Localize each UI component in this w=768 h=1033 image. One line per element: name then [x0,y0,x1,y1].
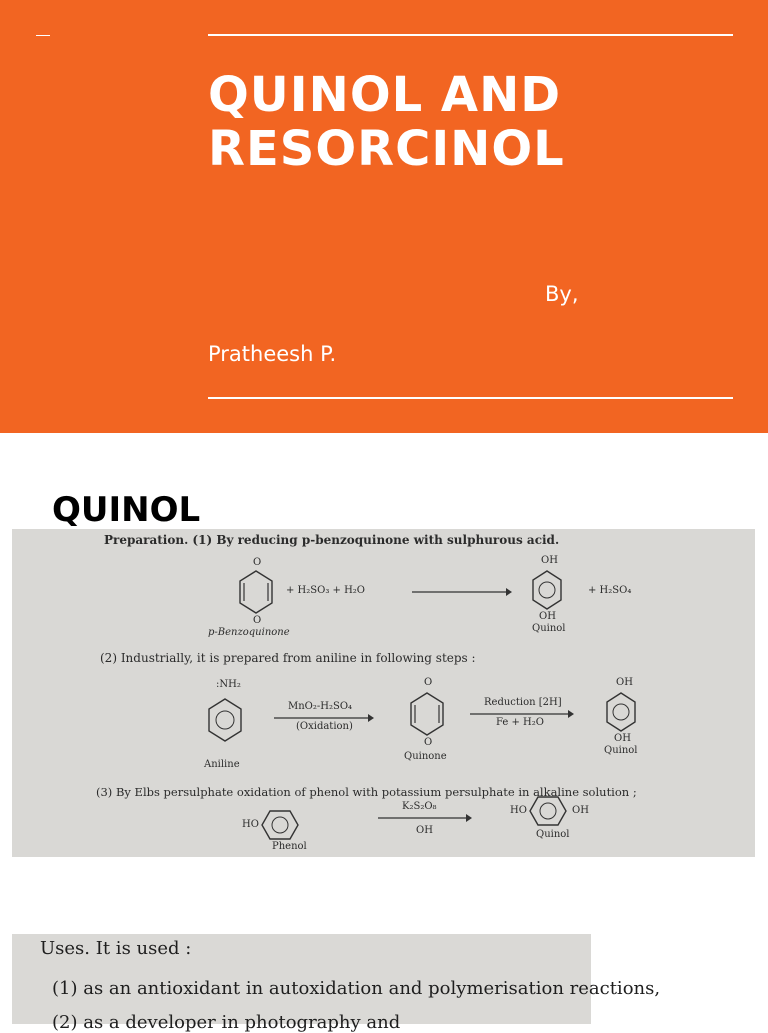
reaction-arrow-icon [412,588,512,596]
ho-quinol: HO [510,805,527,816]
use-2: (2) as a developer in photography and [52,1012,401,1033]
oh-quinol: OH [572,805,589,816]
quinol2-ring-icon [606,692,636,732]
slide-title: QUINOL AND RESORCINOL [208,68,728,176]
label-quinol: Quinol [532,623,566,634]
eq1-reagents: + H₂SO₃ + H₂O [286,585,366,596]
reduction-arrow-icon [470,710,574,718]
oh-bottom-label: OH [539,611,556,622]
o-top-label: O [253,557,262,568]
benzoquinone-ring-icon [239,570,273,614]
label-quinone: Quinone [404,751,447,762]
label-phenol: Phenol [272,841,307,852]
top-rule [208,34,733,36]
nh2-label: :NH₂ [216,679,241,690]
preparation-photo: Preparation. (1) By reducing p-benzoquin… [12,529,755,857]
reagent-mno2: MnO₂-H₂SO₄ [288,701,353,712]
phenol-ring-icon [261,810,299,840]
persulphate-arrow-icon [378,814,472,822]
preparation-text: Preparation. (1) By reducing p-benzoquin… [104,533,560,547]
aniline-ring-icon [208,698,242,742]
title-line-2: RESORCINOL [208,121,565,177]
reduction-label: Reduction [2H] [484,697,562,708]
label-quinol-3: Quinol [536,829,570,840]
slide-marker [36,35,50,36]
label-quinol-2: Quinol [604,745,638,756]
uses-heading: Uses. It is used : [40,938,192,959]
quinol2-oh-bottom: OH [614,733,631,744]
fe-h2o-label: Fe + H₂O [496,717,544,728]
o-bottom-label: O [253,615,262,626]
quinol3-ring-icon [529,796,567,826]
step3-text: (3) By Elbs persulphate oxidation of phe… [96,785,637,799]
quinone-o-bottom: O [424,737,433,748]
title-line-1: QUINOL AND [208,67,562,123]
oxidation-arrow-icon [274,714,374,722]
label-aniline: Aniline [204,759,240,770]
oh-top-label: OH [541,555,558,566]
oxidation-label: (Oxidation) [296,721,353,732]
ho-phenol: HO [242,819,259,830]
oh-minus-label: OH [416,825,433,836]
quinol2-oh-top: OH [616,677,633,688]
label-benzoquinone: p-Benzoquinone [208,627,290,638]
use-1: (1) as an antioxidant in autoxidation an… [52,978,661,999]
quinone-o-top: O [424,677,433,688]
quinone-ring-icon [410,692,444,736]
uses-photo: Uses. It is used : (1) as an antioxidant… [12,934,660,1033]
section-heading: QUINOL [52,490,201,530]
k2s2o8-label: K₂S₂O₈ [402,801,437,812]
step2-text: (2) Industrially, it is prepared from an… [100,651,476,665]
by-label: By, [545,282,579,306]
quinol-ring-icon [532,570,562,610]
author-name: Pratheesh P. [208,342,337,366]
bottom-rule [208,397,733,399]
title-slide: QUINOL AND RESORCINOL By, Pratheesh P. [0,0,768,433]
eq1-product-extra: + H₂SO₄ [588,585,632,596]
